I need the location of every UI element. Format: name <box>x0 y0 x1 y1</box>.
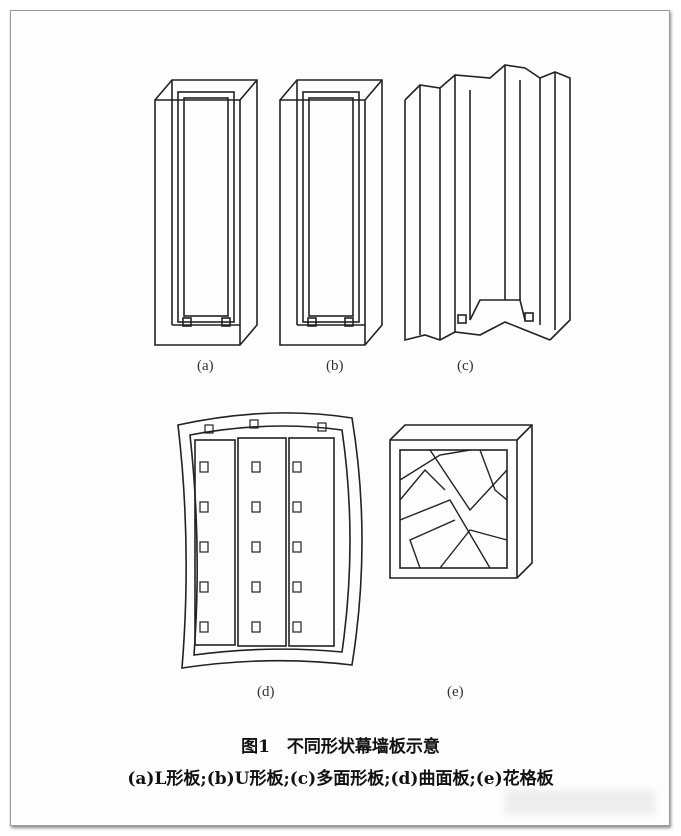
figure-frame <box>10 10 670 826</box>
figure-legend: (a)L形板;(b)U形板;(c)多面形板;(d)曲面板;(e)花格板 <box>127 769 554 789</box>
panel-label-c: (c) <box>457 358 474 374</box>
panel-label-b: (b) <box>326 358 344 374</box>
panel-a-drawing <box>154 79 258 346</box>
panel-label-a: (a) <box>197 358 214 374</box>
panel-label-d: (d) <box>257 684 275 700</box>
panel-label-e: (e) <box>447 684 464 700</box>
panel-c-drawing <box>404 64 571 342</box>
panel-d-drawing <box>177 412 363 669</box>
figure-title: 图1 不同形状幕墙板示意 <box>241 737 440 757</box>
panel-b-drawing <box>279 79 383 346</box>
blurred-watermark <box>505 790 655 814</box>
panel-e-drawing <box>389 424 533 579</box>
